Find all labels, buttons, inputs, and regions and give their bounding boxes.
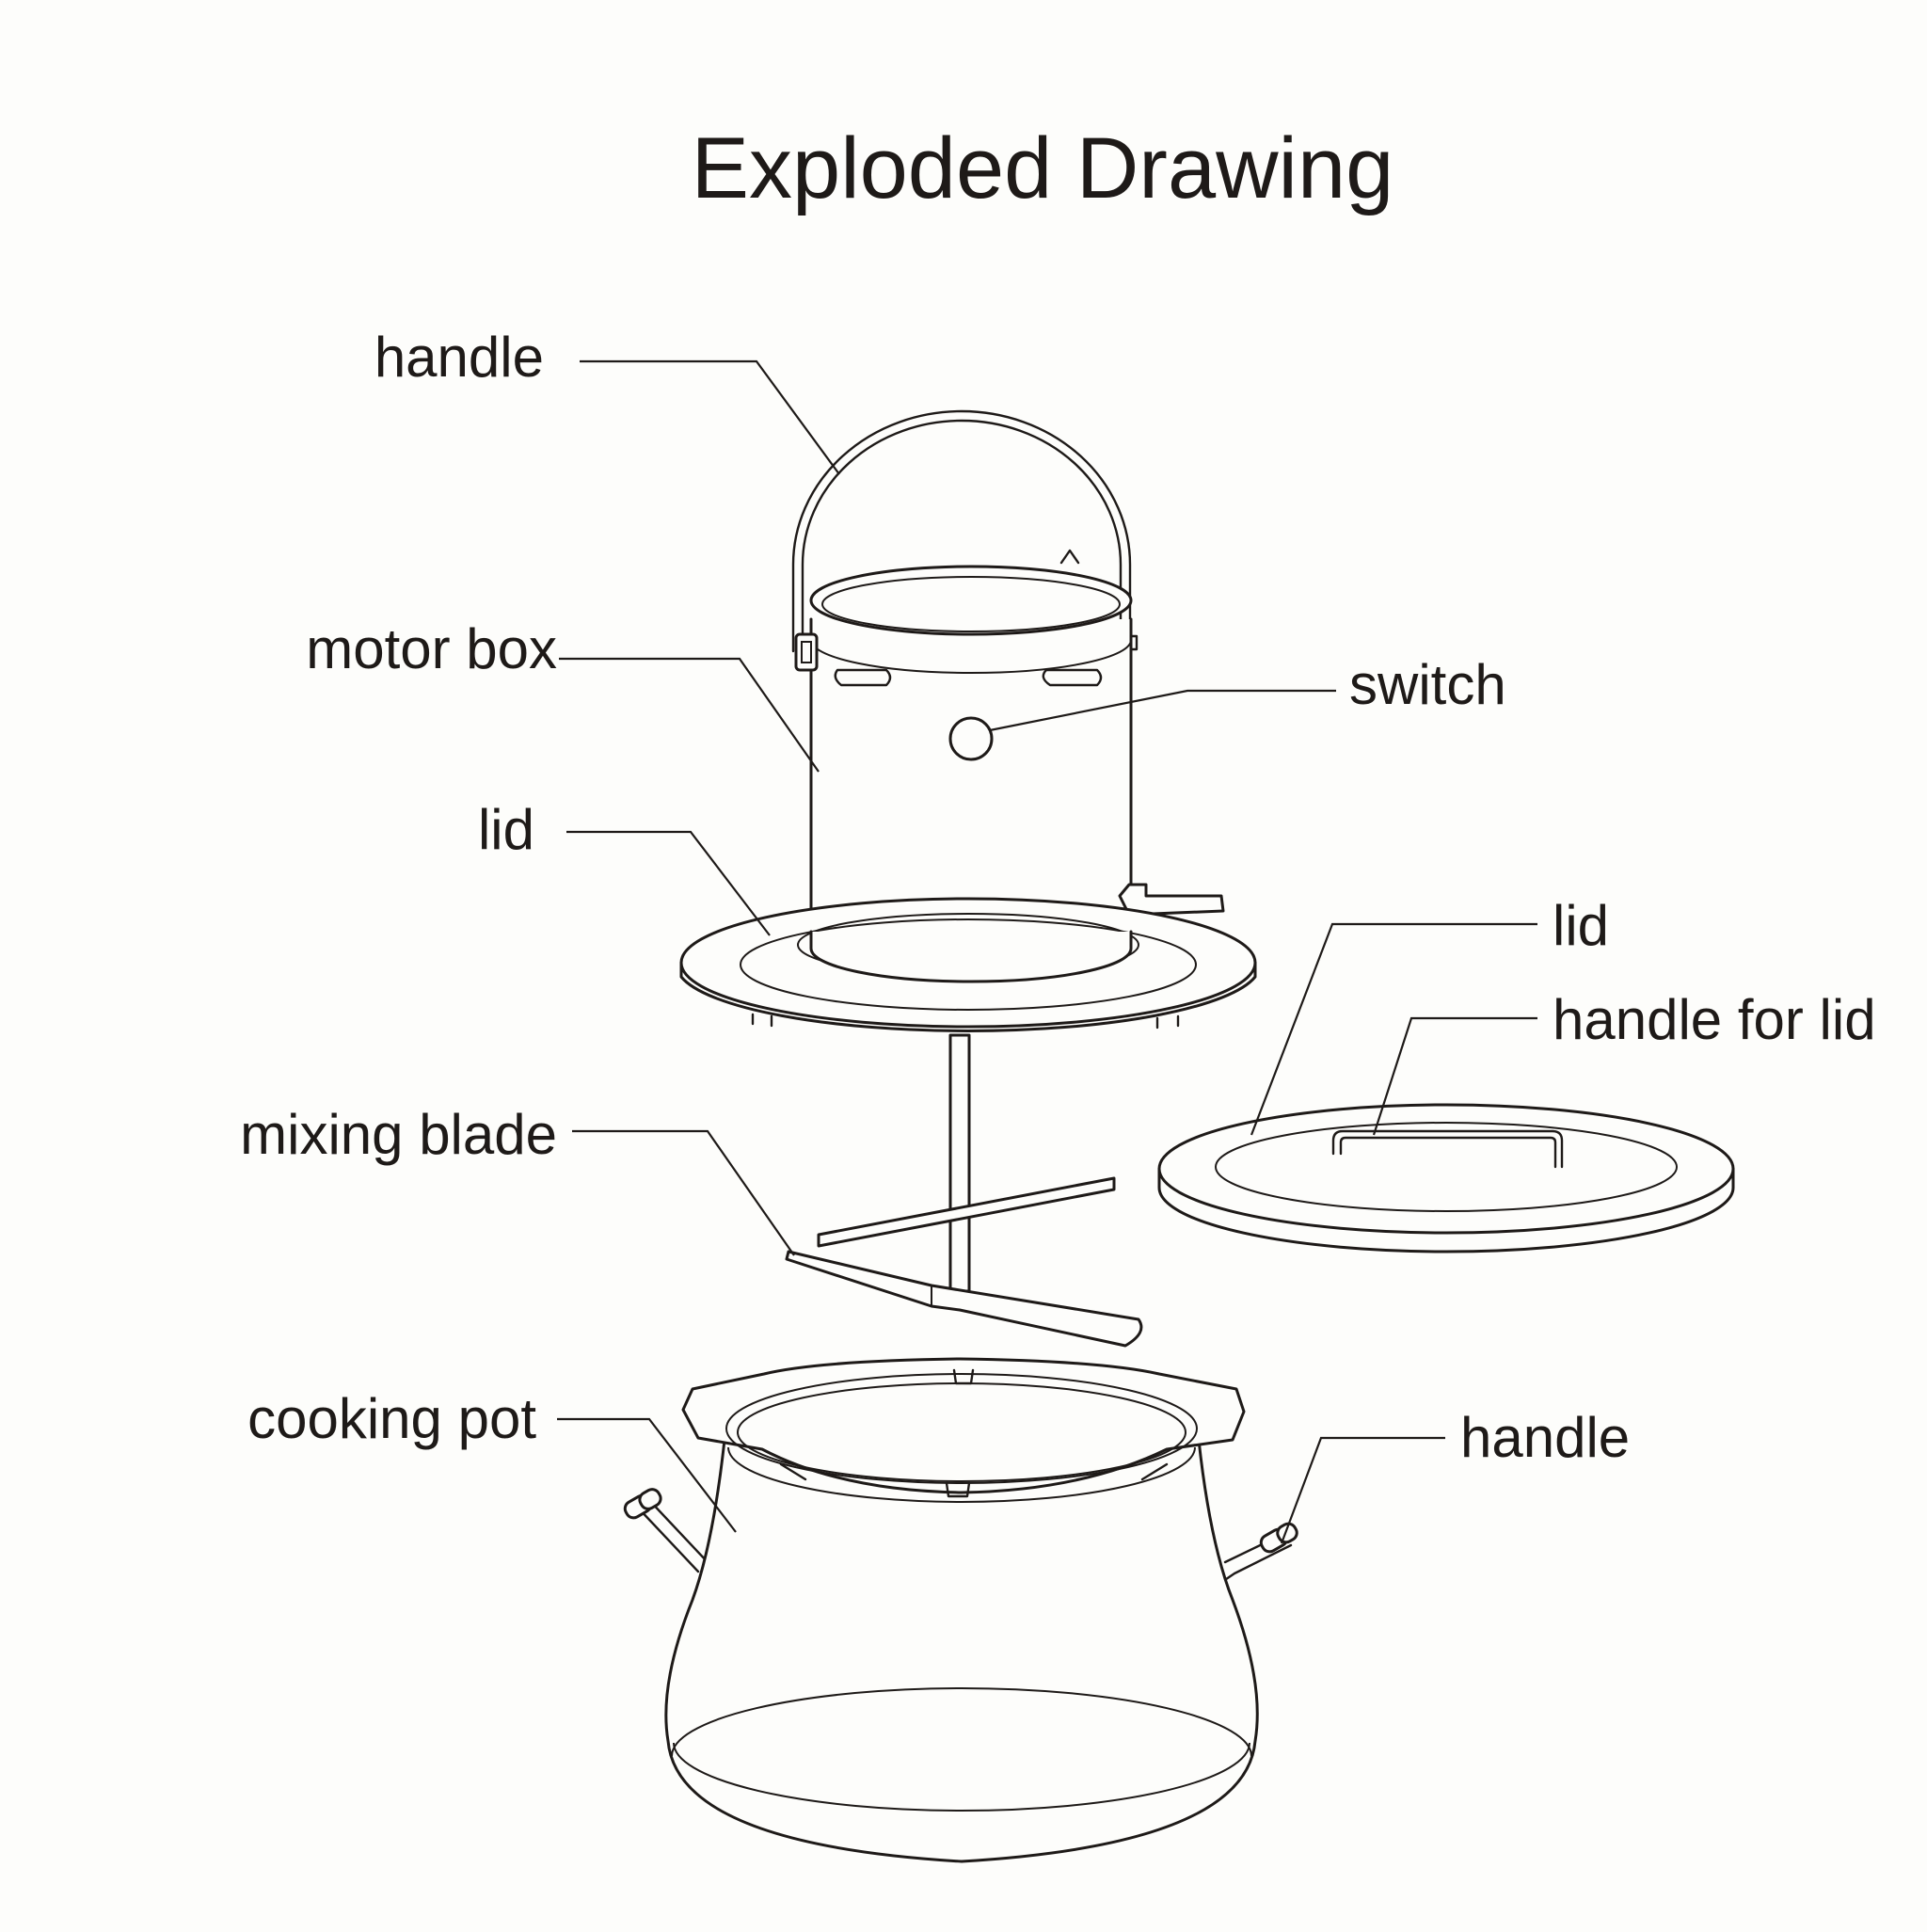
callout-mixing-blade: mixing blade [240,1103,795,1256]
pot-handle-left [623,1488,709,1573]
lid-handle [1331,1129,1564,1169]
callout-lid-upper: lid [478,798,771,936]
label-lid-upper: lid [478,798,534,861]
callout-cooking-pot: cooking pot [247,1387,737,1533]
callout-handle-top: handle [374,326,840,475]
callout-switch: switch [989,653,1506,732]
label-cooking-pot: cooking pot [247,1387,536,1450]
label-mixing-blade: mixing blade [240,1103,557,1166]
callout-handle-pot: handle [1280,1406,1630,1544]
label-handle-pot: handle [1460,1406,1630,1469]
cooking-pot [623,1357,1298,1863]
diagram-title: Exploded Drawing [692,120,1394,216]
switch-button [948,716,994,761]
callout-handle-for-lid: handle for lid [1372,988,1876,1136]
label-motor-box: motor box [306,617,557,680]
carry-handle [791,409,1132,653]
right-lid [1157,1103,1735,1253]
label-handle-for-lid: handle for lid [1553,988,1876,1051]
label-handle-top: handle [374,326,544,389]
label-lid-right: lid [1553,894,1609,957]
callout-lid-right: lid [1250,894,1609,1136]
upper-lid [679,883,1257,1293]
mixing-blade [785,1176,1143,1348]
label-switch: switch [1349,653,1506,716]
callout-motor-box: motor box [306,617,820,773]
